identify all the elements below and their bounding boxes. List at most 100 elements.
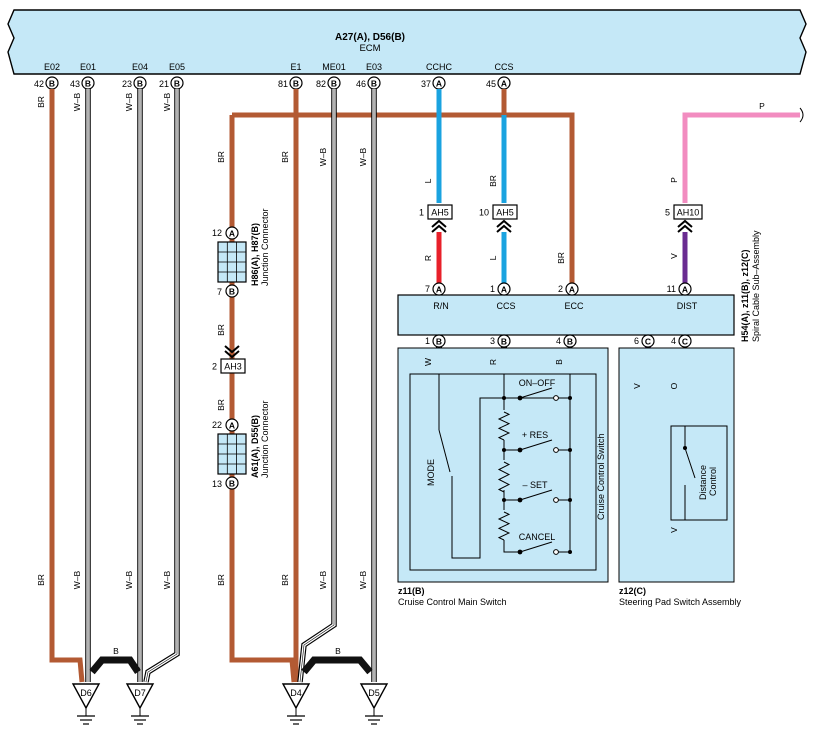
- label-v: V: [632, 383, 642, 389]
- junction-pin-b-num: 7: [217, 287, 222, 297]
- wire-wb-e05-stripe: [145, 89, 178, 683]
- wire-wb-me01: [298, 89, 336, 683]
- cancel-switch-blade: [519, 541, 553, 553]
- mode-switch-blade: [438, 429, 451, 473]
- label-wb: W–B: [162, 92, 172, 111]
- spiral-bottom-pin: [497, 334, 511, 348]
- onoff-switch-blade: [519, 387, 553, 399]
- spiral-top-pin-num: 7: [425, 284, 430, 294]
- spiral-bottom-pin-conn: B: [567, 337, 573, 347]
- label-l: L: [423, 178, 433, 183]
- set-switch-label: – SET: [522, 480, 548, 490]
- spiral-top-pin-num: 2: [558, 284, 563, 294]
- distance-control-box: [670, 425, 728, 521]
- inline-connector-box: [673, 204, 703, 220]
- spiral-top-pin: [432, 282, 446, 296]
- onoff-switch-contact-right: [553, 395, 559, 401]
- wire-br-e02: [49, 89, 85, 683]
- label-wb: W–B: [124, 92, 134, 111]
- label-wb: W–B: [358, 570, 368, 589]
- spiral-top-pin: [497, 282, 511, 296]
- res-switch-blade: [519, 439, 553, 451]
- main-switch-name: Cruise Control Main Switch: [398, 597, 507, 607]
- junction-pin-b: [225, 476, 239, 490]
- ground-label: D4: [290, 688, 302, 698]
- label-w: W: [423, 358, 433, 366]
- inline-connector-box: [427, 204, 453, 220]
- ecm-pin-conn: A: [501, 79, 507, 89]
- junction-pin-b-conn: B: [229, 287, 235, 297]
- label-wb: W–B: [318, 147, 328, 166]
- label-l: L: [488, 255, 498, 260]
- spiral-top-pin: [678, 282, 692, 296]
- ground-triangle: [359, 683, 389, 710]
- ground-label: D6: [80, 688, 92, 698]
- spiral-top-pin-conn: A: [436, 285, 442, 295]
- label-br: BR: [216, 574, 226, 586]
- wire-br-top-bus: [232, 112, 575, 289]
- ecm-pin-number: 45: [486, 79, 496, 89]
- label-br: BR: [36, 574, 46, 586]
- ecm-pin-conn: B: [85, 79, 91, 89]
- spiral-top-pin-conn: A: [501, 285, 507, 295]
- ecm-pin-number: 82: [316, 79, 326, 89]
- label-br: BR: [216, 151, 226, 163]
- ecm-pin-conn: B: [293, 79, 299, 89]
- label-o: O: [669, 382, 679, 389]
- inline-connector-num: 10: [479, 208, 489, 218]
- junction-ref: H86(A), H87(B): [250, 223, 260, 286]
- wire-wb-e05-outline: [143, 89, 180, 683]
- junction-pin-a: [225, 418, 239, 432]
- junction-name: Junction Connector: [260, 400, 270, 478]
- inline-chevron: [224, 345, 240, 354]
- onoff-switch-node: [568, 396, 572, 400]
- spiral-top-pin-num: 11: [667, 284, 676, 294]
- inline-connector-num: 1: [419, 208, 424, 218]
- res-switch-node: [568, 448, 572, 452]
- set-switch-contact-right: [553, 497, 559, 503]
- inline-connector-name: AH10: [677, 208, 700, 218]
- spiral-bottom-pin-num: 3: [490, 336, 495, 346]
- inline-connector-name: AH3: [224, 362, 242, 372]
- main-switch-inner-label: Cruise Control Switch: [596, 433, 606, 520]
- wire-labels: BRBRW–BW–BW–BW–BW–BW–BBRBRBRBRBRBRW–BW–B…: [36, 92, 765, 656]
- label-wb: W–B: [358, 147, 368, 166]
- spiral-bottom-pin-conn: B: [436, 337, 442, 347]
- cancel-switch-contact-right: [553, 549, 559, 555]
- label-br: BR: [556, 252, 566, 264]
- spiral-bottom-pin: [678, 334, 692, 348]
- wire-b-d6-d7: [89, 656, 141, 675]
- wire-p-break: [799, 107, 804, 123]
- distance-label: Distance: [698, 465, 708, 500]
- res-switch-contact-right: [553, 447, 559, 453]
- spiral-top-pin-label: CCS: [496, 301, 515, 311]
- ecm-pin-number: 81: [278, 79, 288, 89]
- ecm-terminal-label: CCHC: [426, 62, 452, 72]
- wire-wb-me01-stripe: [299, 89, 335, 683]
- spiral-bottom-pin-num: 6: [634, 336, 639, 346]
- resistor-bg: [499, 460, 509, 490]
- inline-chevron: [496, 224, 512, 233]
- ecm-name: ECM: [359, 43, 380, 54]
- ecm-pin-conn: B: [331, 79, 337, 89]
- junction-pin-b: [225, 284, 239, 298]
- label-p-horizontal: P: [759, 101, 765, 111]
- inline-chevron: [224, 350, 240, 359]
- ecm-terminal-label: ME01: [322, 62, 346, 72]
- spiral-bottom-pin-num: 4: [671, 336, 676, 346]
- junction-pin-a-num: 12: [212, 228, 222, 238]
- ecm-terminal-label: E1: [290, 62, 301, 72]
- distance-switch: [684, 426, 696, 520]
- wire-wb-e05: [144, 89, 179, 683]
- spiral-cable-ref: H54(A), z11(B), z12(C): [740, 249, 750, 342]
- label-br: BR: [280, 574, 290, 586]
- ecm-outline: [7, 9, 807, 75]
- wire-p-dist: [682, 112, 800, 203]
- label-br: BR: [488, 175, 498, 187]
- junction-pin-a: [225, 226, 239, 240]
